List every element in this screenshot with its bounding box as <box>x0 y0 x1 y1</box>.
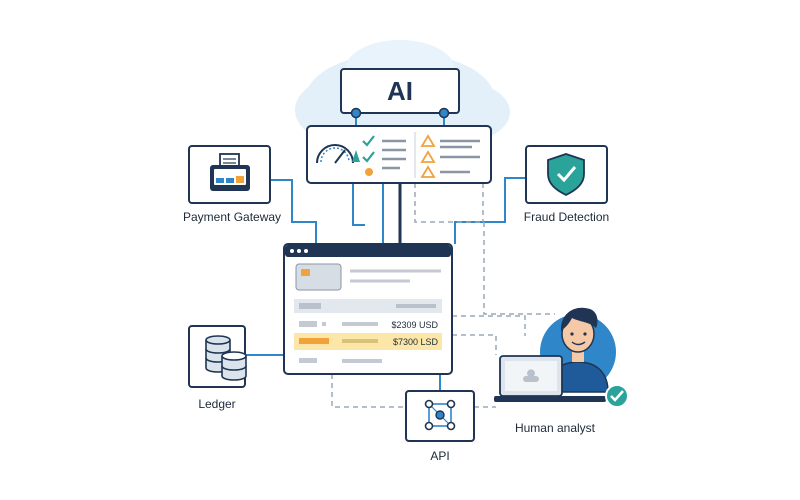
dashboard-lines-right <box>440 139 480 174</box>
network-nodes-icon <box>424 399 456 431</box>
window-titlebar <box>285 245 451 257</box>
human-analyst-node[interactable] <box>494 307 629 408</box>
ai-port-right <box>438 107 450 119</box>
table-header-cell <box>299 303 321 309</box>
transaction-amount: $7300 LSD <box>393 337 439 347</box>
transaction-amount: $2309 USD <box>391 320 438 330</box>
api-node[interactable] <box>405 390 475 442</box>
card-chip <box>301 269 310 276</box>
credit-card-icon <box>295 263 342 291</box>
payment-gateway-label: Payment Gateway <box>183 210 282 224</box>
api-label: API <box>430 449 450 463</box>
payment-gateway-node[interactable] <box>188 145 271 204</box>
solid-connections <box>245 112 525 391</box>
table-row[interactable] <box>299 358 382 363</box>
payment-terminal-icon <box>210 153 250 191</box>
card-detail-lines <box>350 269 441 283</box>
database-icon <box>205 335 247 381</box>
window-dot <box>297 249 301 253</box>
check-badge-icon <box>605 384 629 408</box>
ai-node[interactable]: AI <box>340 68 460 119</box>
ai-port-left <box>350 107 362 119</box>
alert-dot-icon <box>365 168 373 176</box>
dashboard-lines-left <box>382 139 406 170</box>
fraud-detection-label: Fraud Detection <box>523 210 610 224</box>
human-analyst-label: Human analyst <box>514 421 596 435</box>
shield-check-icon <box>547 153 585 197</box>
laptop-icon <box>494 355 606 402</box>
ledger-node[interactable] <box>188 325 247 388</box>
table-header-row <box>294 299 442 313</box>
analytics-dashboard[interactable] <box>306 125 492 184</box>
window-dot <box>290 249 294 253</box>
check-marks-icon <box>362 135 375 163</box>
window-dot <box>304 249 308 253</box>
dashed-connections <box>331 183 555 408</box>
table-header-cell <box>396 304 436 308</box>
transaction-window[interactable]: $2309 USD $7300 LSD <box>283 243 453 375</box>
ai-label: AI <box>387 76 413 106</box>
table-row-flagged[interactable]: $7300 LSD <box>294 333 442 350</box>
gauge-icon <box>316 144 360 164</box>
fraud-detection-node[interactable] <box>525 145 608 204</box>
table-row[interactable]: $2309 USD <box>299 320 438 330</box>
analyst-avatar <box>547 307 609 393</box>
ledger-label: Ledger <box>198 397 236 411</box>
warning-triangle-icon <box>420 134 436 178</box>
